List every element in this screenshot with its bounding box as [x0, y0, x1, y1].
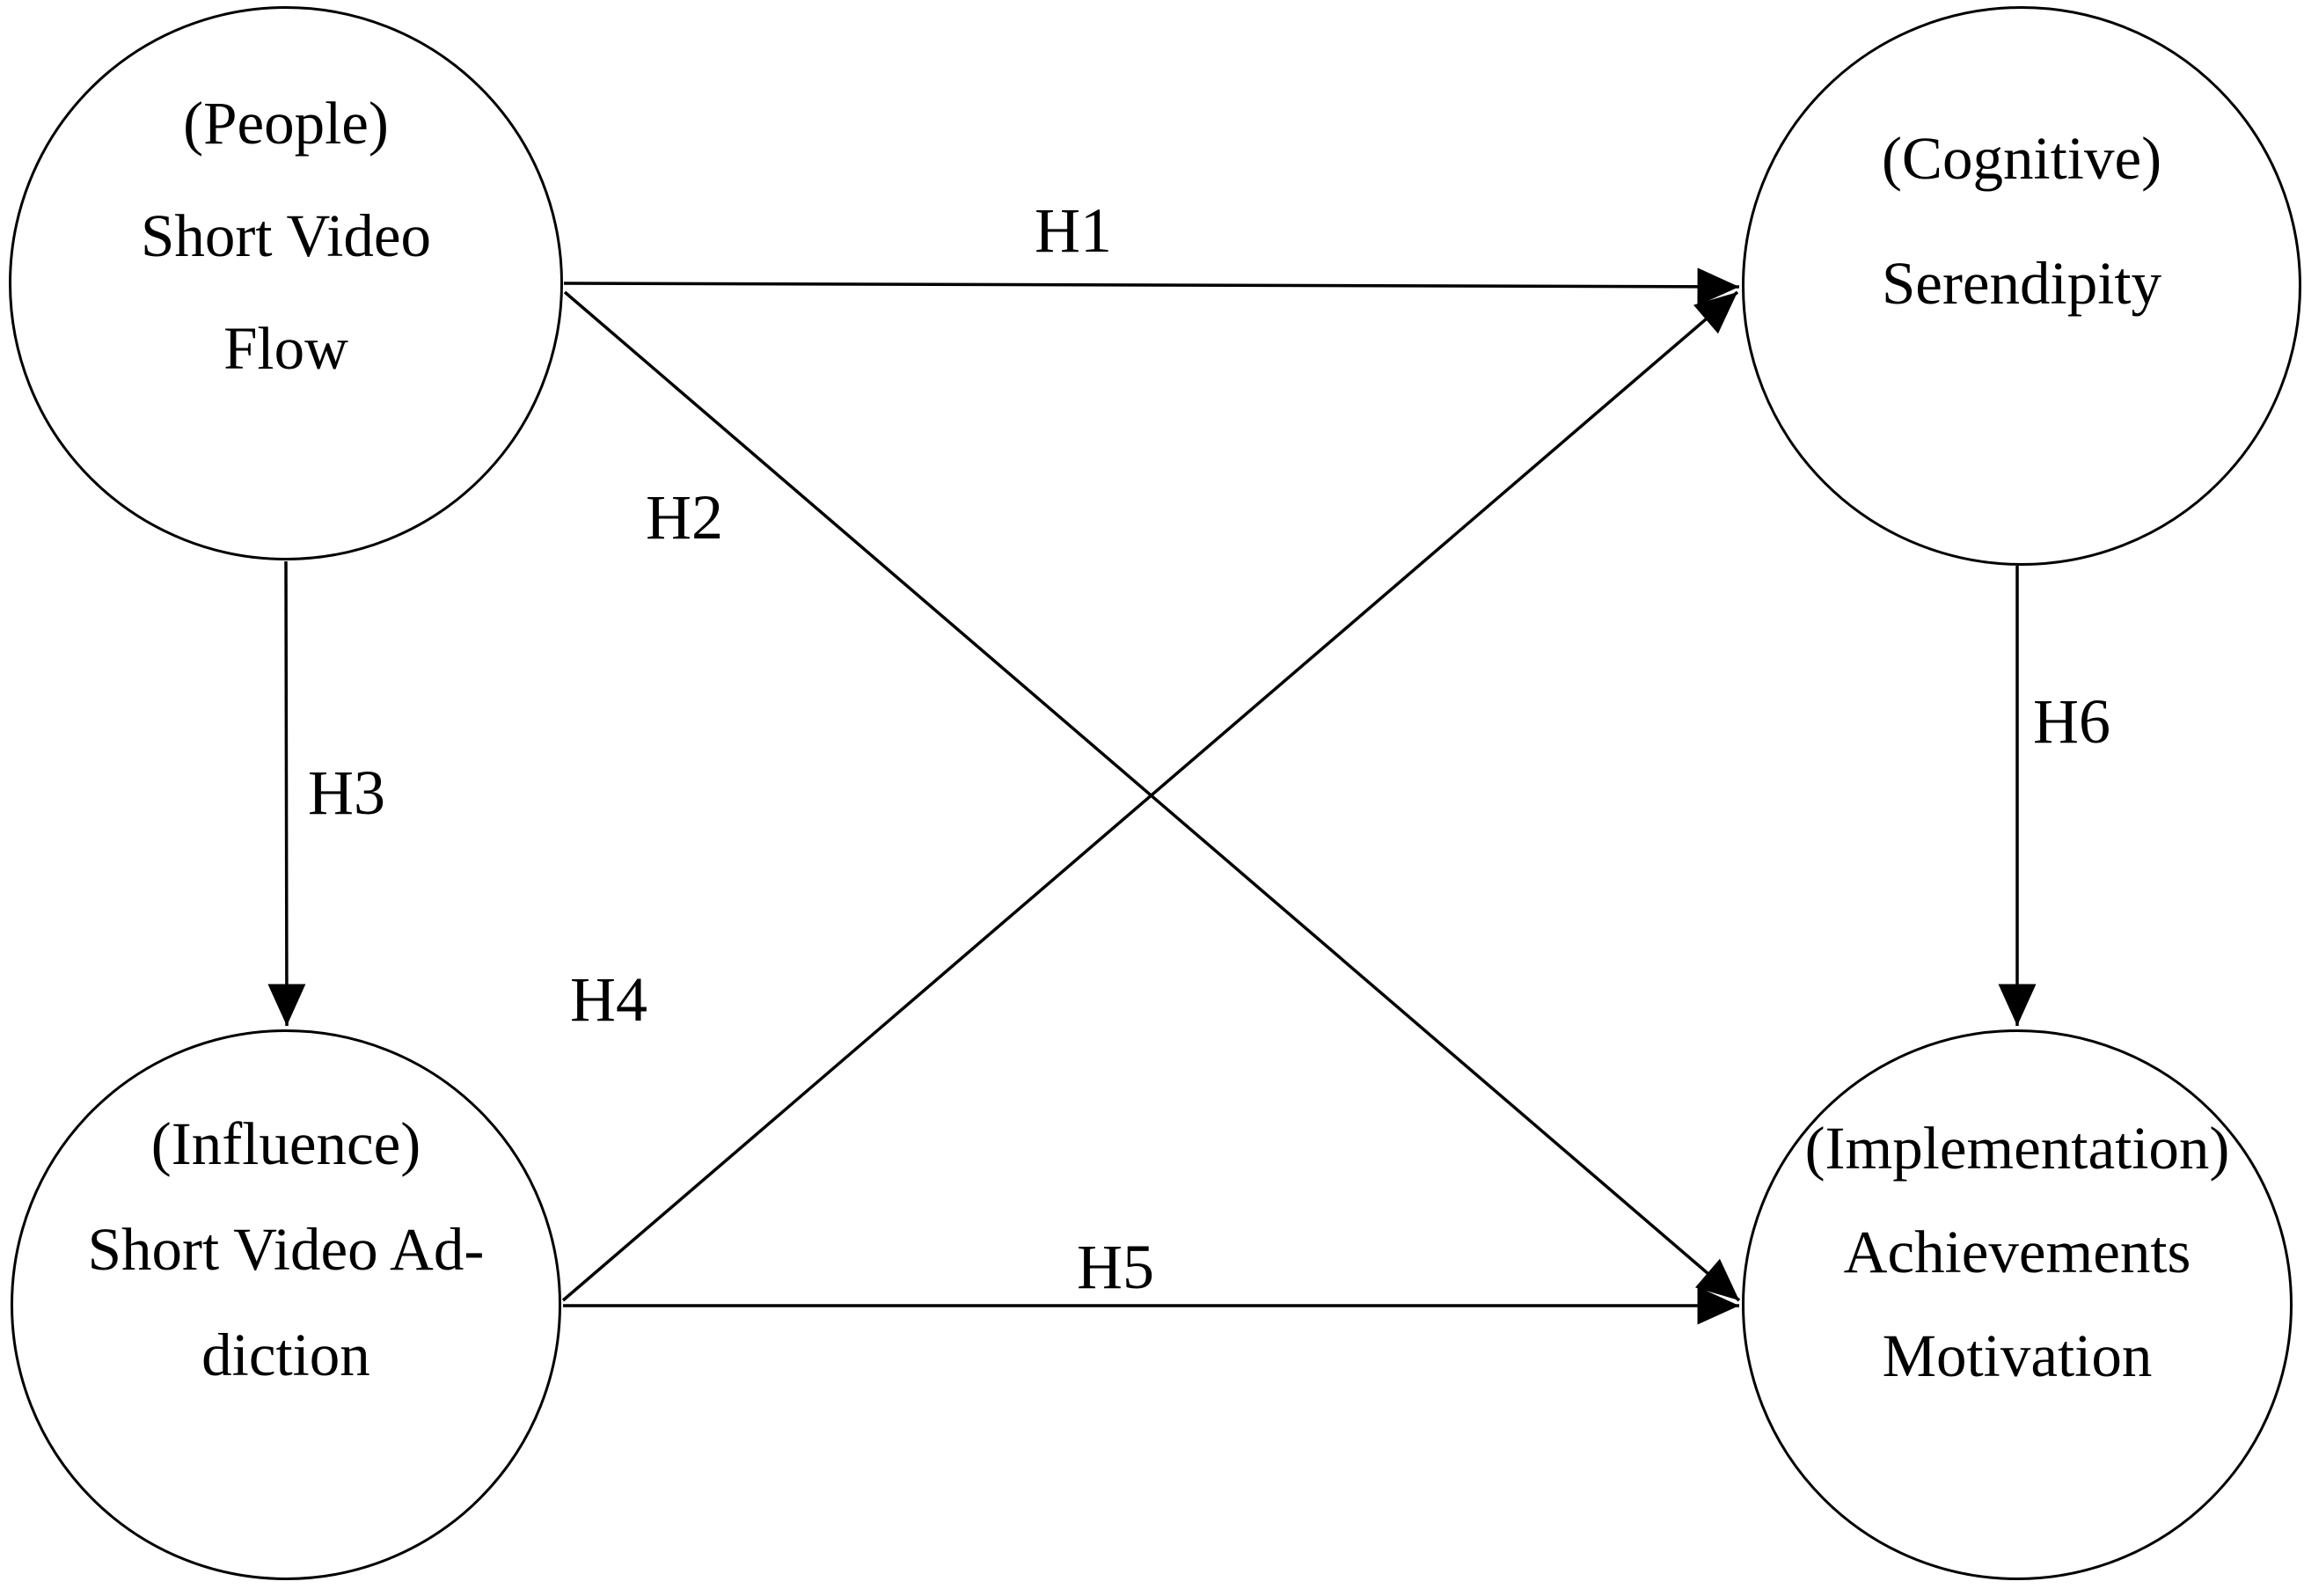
node-cognitive-text: (Cognitive) Serendipity	[1742, 96, 2301, 346]
node-implementation-line1: (Implementation)	[1804, 1115, 2230, 1182]
edge-h4-label: H4	[570, 964, 647, 1035]
edge-h1-arrow	[563, 267, 1740, 306]
node-implementation-circle	[1742, 1029, 2293, 1580]
node-influence-line3: diction	[201, 1321, 370, 1388]
node-implementation-line2: Achievements	[1843, 1219, 2191, 1285]
edge-h5-label: H5	[1077, 1232, 1154, 1302]
node-implementation-line3: Motivation	[1882, 1322, 2153, 1389]
edge-h6-label: H6	[2033, 686, 2110, 757]
node-influence-circle	[11, 1029, 561, 1580]
node-people-line3: Flow	[223, 315, 348, 382]
node-people-line2: Short Video	[140, 202, 431, 269]
node-people-line1: (People)	[183, 90, 389, 157]
node-influence-line2: Short Video Ad-	[87, 1216, 485, 1283]
edge-h1-label: H1	[1035, 195, 1112, 266]
node-cognitive-line2: Serendipity	[1881, 250, 2162, 317]
edge-h2-label: H2	[646, 482, 723, 553]
edge-h4-arrow	[561, 290, 1739, 1302]
node-cognitive-line1: (Cognitive)	[1881, 125, 2162, 192]
node-implementation-text: (Implementation) Achievements Motivation	[1742, 1096, 2293, 1408]
edge-h3-arrow	[267, 560, 306, 1027]
node-influence-line1: (Influence)	[150, 1110, 421, 1177]
node-cognitive-circle	[1742, 6, 2301, 566]
node-people-text: (People) Short Video Flow	[9, 67, 563, 405]
node-people-circle	[9, 6, 563, 560]
edge-h3-label: H3	[308, 758, 385, 828]
node-influence-text: (Influence) Short Video Ad- diction	[11, 1091, 561, 1408]
